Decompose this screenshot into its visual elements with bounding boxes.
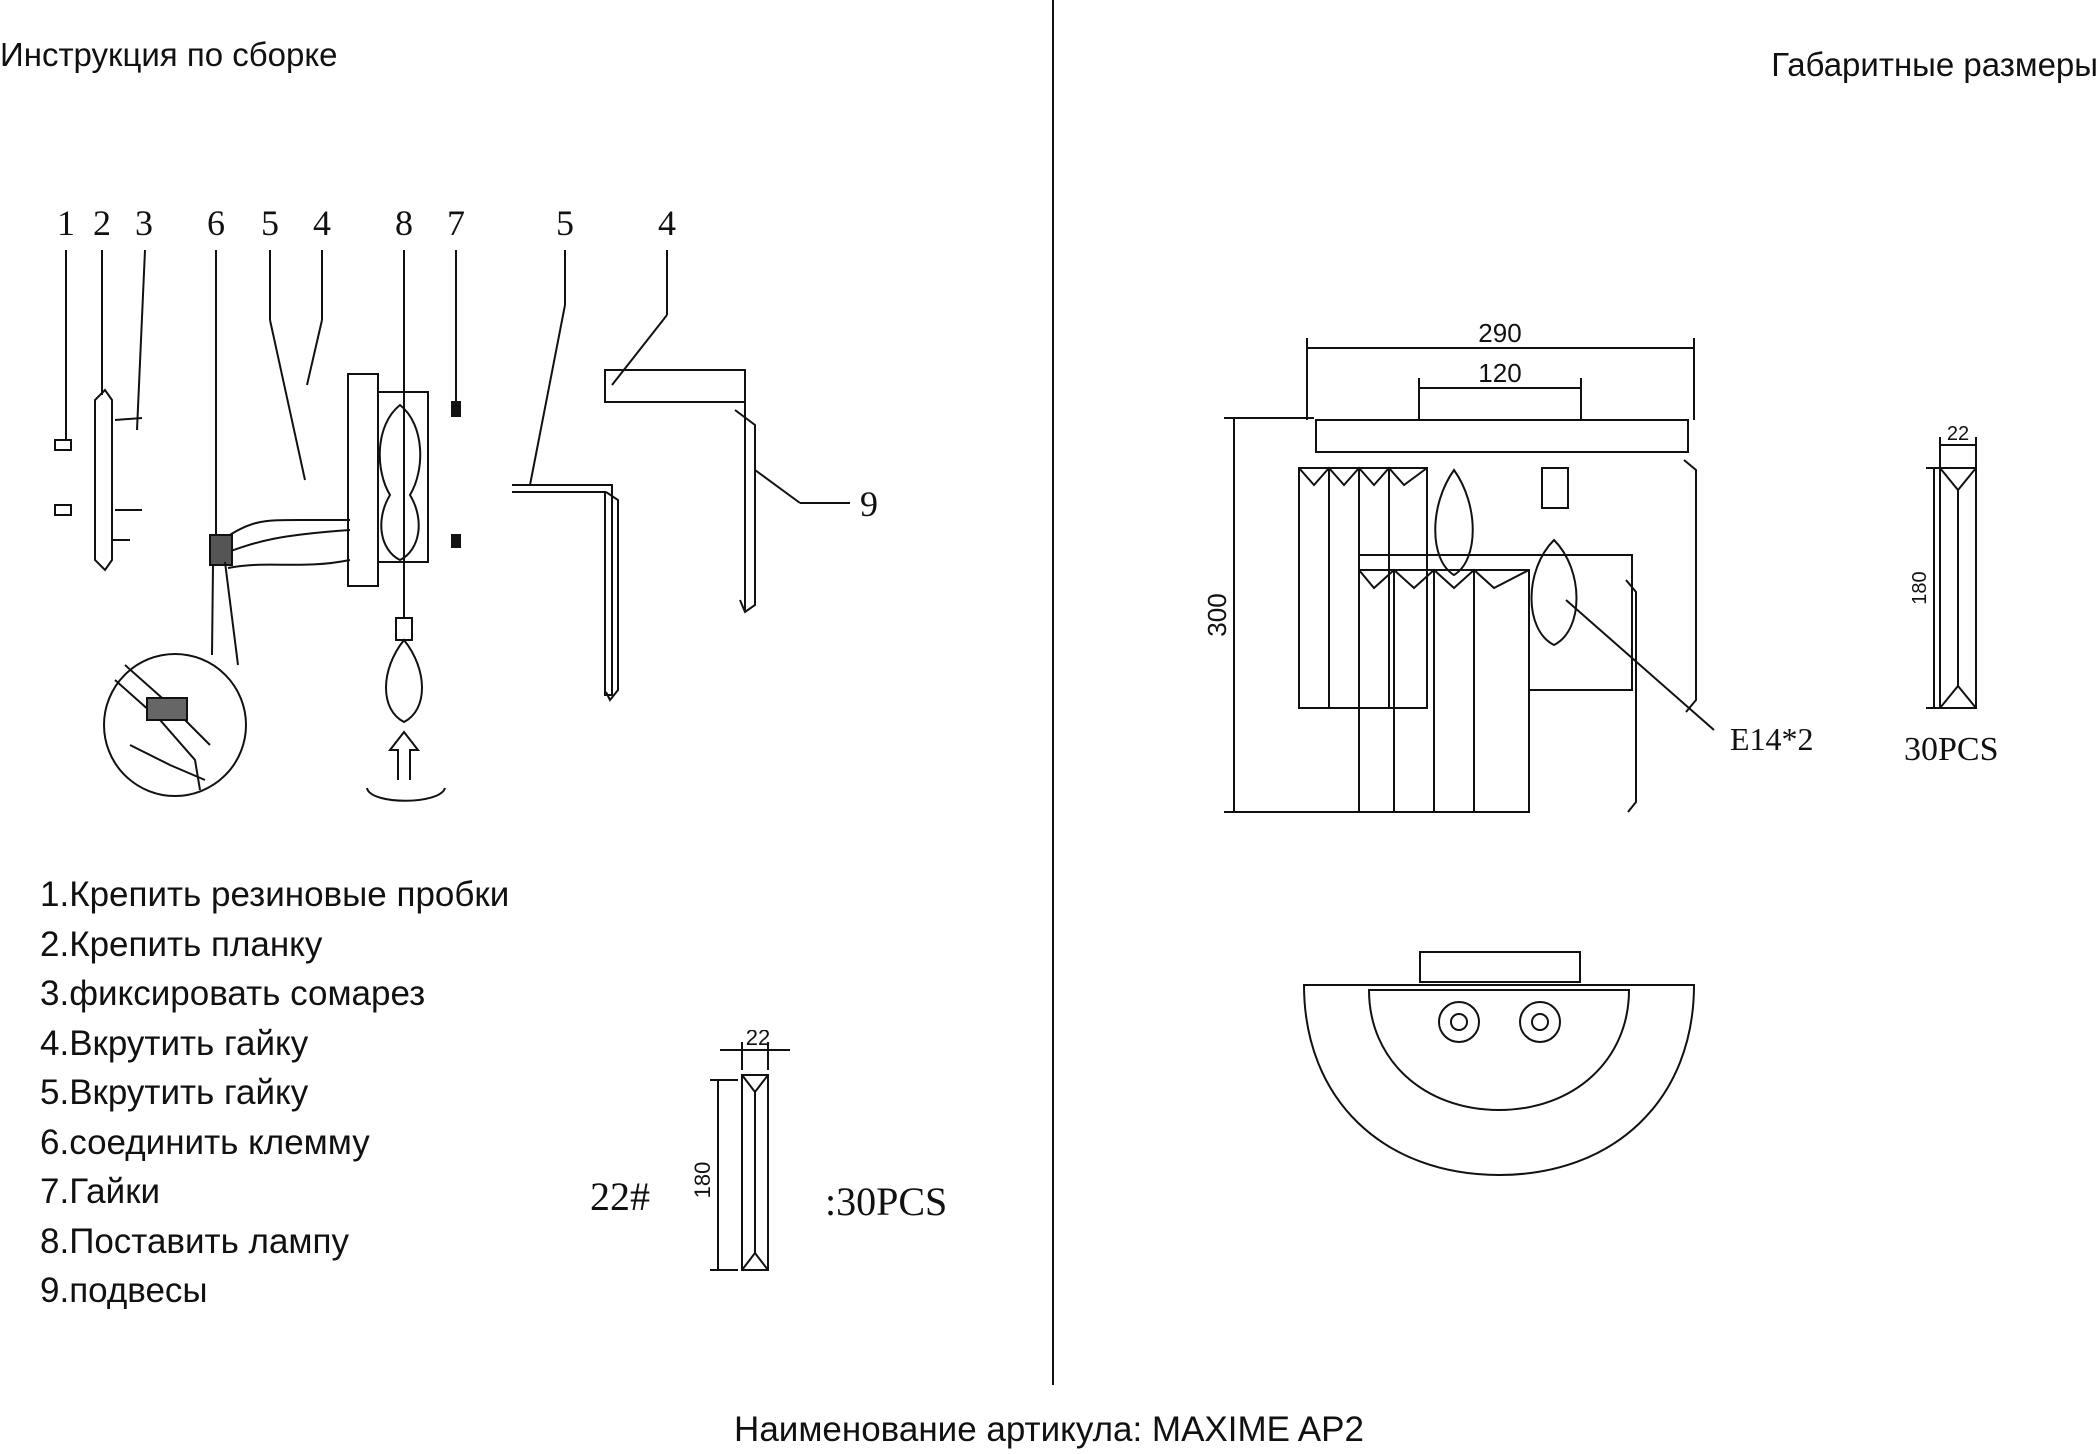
dimensions-title: Габаритные размеры <box>1771 46 2098 83</box>
assembly-steps: 1.Крепить резиновые пробки 2.Крепить пла… <box>40 870 509 1316</box>
crystal-qty-right: 30PCS <box>1904 731 1999 768</box>
callout-9: 9 <box>860 484 878 524</box>
callout-3: 3 <box>135 203 153 243</box>
step-7: 7.Гайки <box>40 1172 161 1211</box>
page-divider <box>1052 0 1054 1385</box>
step-6: 6.соединить клемму <box>40 1122 370 1162</box>
callout-4: 4 <box>313 203 331 243</box>
overall-width-label: 290 <box>1478 318 1521 348</box>
crystal-width-right: 22 <box>1947 423 1969 445</box>
callout-8: 8 <box>395 203 413 243</box>
callout-5b: 5 <box>556 203 574 243</box>
callout-6: 6 <box>207 203 225 243</box>
crystal-height-right: 180 <box>1909 571 1931 604</box>
step-8: 8.Поставить лампу <box>40 1221 349 1261</box>
callout-4b: 4 <box>658 203 676 243</box>
article-name: Наименование артикула: MAXIME AP2 <box>734 1410 1364 1449</box>
crystal-width-label: 22 <box>746 1030 770 1050</box>
assembly-diagram: 1 2 3 6 5 4 8 7 5 4 9 <box>54 203 878 802</box>
callout-5: 5 <box>261 203 279 243</box>
crystal-height-label: 180 <box>690 1162 715 1199</box>
mount-width-label: 120 <box>1478 358 1521 388</box>
overall-height-label: 300 <box>1202 593 1232 636</box>
callout-1: 1 <box>57 203 75 243</box>
step-3: 3.фиксировать сомарез <box>40 974 426 1013</box>
step-4: 4.Вкрутить гайку <box>40 1023 309 1063</box>
lamp-spec: E14*2 <box>1730 721 1814 757</box>
assembly-title: Инструкция по сборке <box>0 36 338 73</box>
crystal-qty: :30PCS <box>825 1179 947 1224</box>
crystal-code: 22# <box>590 1174 650 1219</box>
callout-7: 7 <box>447 203 465 243</box>
step-5: 5.Вкрутить гайку <box>40 1073 309 1112</box>
step-1: 1.Крепить резиновые пробки <box>40 875 510 914</box>
step-2: 2.Крепить планку <box>40 924 323 964</box>
crystal-spec-left: 22# 22 180 :30PCS <box>590 1030 947 1271</box>
step-9: 9.подвесы <box>40 1271 208 1310</box>
dimensions-diagram: 290 120 300 22 180 E14*2 30PCS <box>1202 318 1999 1177</box>
callout-2: 2 <box>93 203 111 243</box>
